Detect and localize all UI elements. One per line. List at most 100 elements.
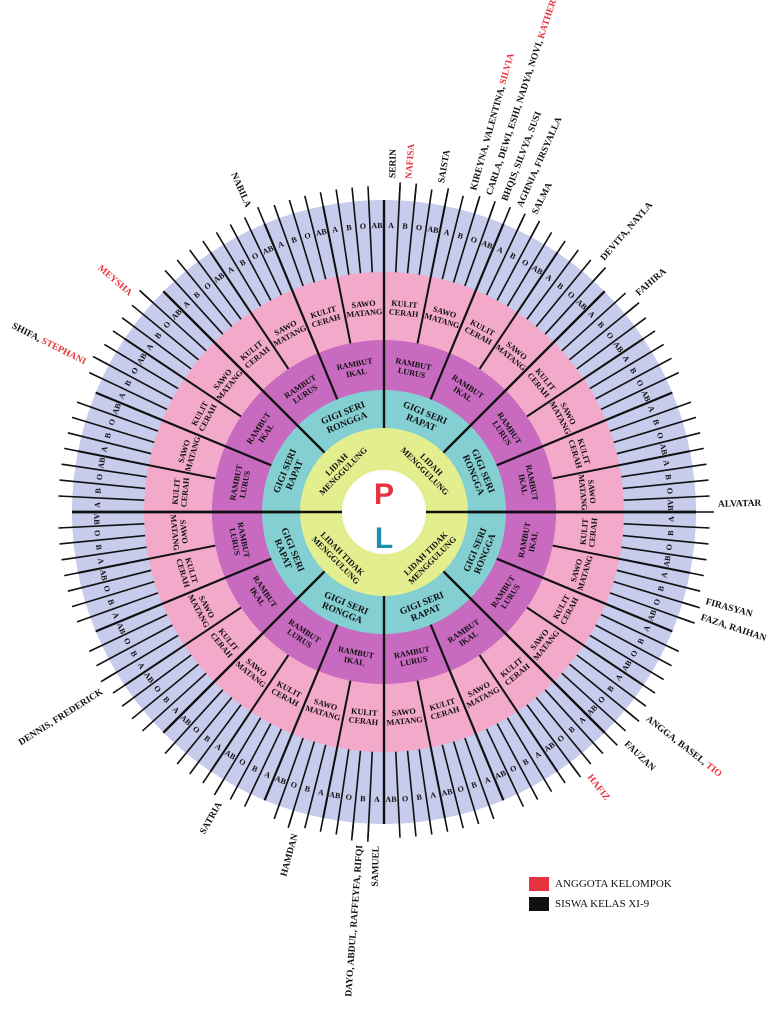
blood-type-label: O	[122, 636, 133, 646]
spoke-blood	[215, 231, 262, 307]
blood-type-label: A	[586, 309, 597, 320]
legend: ANGGOTA KELOMPOK SISWA KELAS XI-9	[529, 874, 672, 914]
spoke-blood	[526, 249, 579, 320]
student-name: NABILA	[228, 171, 252, 209]
blood-type-label: O	[359, 222, 366, 231]
student-name-annotation: FAUZAN	[622, 739, 657, 773]
student-name: HAMDAN	[279, 833, 300, 878]
blood-type-label: O	[596, 694, 607, 705]
blood-type-label: O	[469, 235, 478, 246]
annotation-leader	[488, 201, 496, 219]
spoke-blood	[335, 189, 350, 275]
blood-type-label: A	[661, 459, 671, 466]
spoke-blood	[243, 728, 283, 808]
spoke-blood	[535, 697, 592, 765]
spoke-blood	[304, 744, 327, 829]
blood-type-label: A	[214, 742, 224, 753]
spoke-blood	[103, 343, 179, 390]
blood-type-label: B	[605, 683, 616, 693]
spoke-blood	[141, 292, 207, 352]
blood-type-label: A	[659, 571, 669, 579]
blood-type-label: AB	[494, 768, 508, 781]
spoke-blood	[215, 717, 262, 793]
blood-type-label: A	[111, 611, 122, 620]
spoke-blood	[452, 741, 480, 825]
legend-swatch-red	[529, 877, 549, 891]
spoke-blood	[58, 522, 145, 529]
blood-type-label: A	[317, 787, 325, 797]
blood-type-label: A	[144, 342, 155, 352]
blood-type-label: A	[263, 770, 272, 781]
annotation-leader	[516, 213, 526, 231]
kulit-label-line1: KULIT	[171, 477, 183, 505]
student-name-annotation: SAMUEL	[371, 846, 382, 887]
spoke-blood	[61, 546, 147, 561]
spoke-blood	[506, 231, 553, 307]
spoke-blood	[162, 290, 215, 343]
spoke-blood	[71, 416, 155, 444]
blood-type-label: O	[556, 733, 566, 744]
blood-type-label: B	[161, 695, 172, 705]
blood-type-label: O	[303, 231, 311, 241]
spoke-blood	[88, 371, 168, 411]
annotation-leader	[624, 302, 640, 315]
spoke-blood	[569, 304, 637, 361]
blood-type-label: AB	[329, 790, 342, 801]
blood-type-label: A	[331, 225, 338, 235]
spoke-blood	[141, 672, 207, 732]
spoke-blood	[164, 269, 224, 335]
spoke-blood	[131, 663, 199, 720]
blood-type-label: A	[388, 221, 394, 230]
spoke-blood	[485, 728, 525, 808]
spoke-blood	[609, 592, 692, 623]
annotation-leader	[213, 779, 225, 796]
blood-type-label: AB	[371, 221, 383, 230]
spoke-blood	[600, 371, 680, 411]
blood-type-label: AB	[315, 227, 328, 238]
spoke-blood	[595, 357, 672, 400]
spoke-blood	[583, 330, 656, 380]
student-name-annotation: HAFIZ	[585, 773, 611, 803]
spoke-blood	[351, 750, 362, 837]
annotation-leader	[677, 616, 695, 624]
blood-type-label: O	[289, 780, 298, 791]
blood-type-label: O	[162, 320, 173, 331]
blood-type-label: AB	[115, 622, 128, 636]
kulit-label-line1: SAWO	[178, 519, 189, 544]
spoke-blood	[441, 744, 464, 829]
blood-type-label: O	[665, 487, 674, 494]
spoke-blood	[418, 749, 433, 835]
blood-type-label: B	[555, 281, 565, 292]
blood-type-label: O	[415, 223, 422, 233]
group-member-name: SILVIA	[499, 52, 517, 86]
annotation-leader	[604, 732, 618, 746]
blood-type-label: B	[192, 289, 202, 300]
annotation-leader	[592, 266, 607, 282]
blood-type-label: A	[277, 239, 286, 250]
blood-type-label: O	[191, 724, 202, 735]
blood-type-label: A	[544, 272, 554, 283]
blood-type-label: A	[117, 391, 128, 400]
blood-type-label: B	[470, 780, 479, 790]
blood-type-label: A	[171, 705, 182, 716]
spoke-blood	[516, 240, 566, 313]
spoke-blood	[95, 603, 163, 633]
blood-type-label: AB	[666, 499, 675, 511]
center-bottom-letter: L	[375, 522, 393, 555]
spoke-blood	[394, 186, 401, 273]
student-name: DENNIS, FREDERICK	[17, 687, 105, 748]
blood-type-label: AB	[640, 389, 653, 403]
student-name: FAUZAN	[622, 739, 657, 773]
rambut-label-line2: IKAL	[517, 473, 530, 496]
spoke-blood	[189, 249, 242, 320]
spoke-blood	[516, 711, 566, 784]
spoke-blood	[544, 269, 604, 335]
spoke-blood	[243, 216, 283, 296]
blood-type-label: O	[93, 530, 102, 537]
spoke-blood	[162, 681, 215, 734]
annotation-leader	[624, 709, 640, 722]
blood-type-label: B	[94, 487, 103, 494]
spoke-blood	[475, 223, 505, 291]
kulit-label-line2: CERAH	[388, 307, 419, 319]
student-name: SHIFA,	[10, 322, 44, 346]
